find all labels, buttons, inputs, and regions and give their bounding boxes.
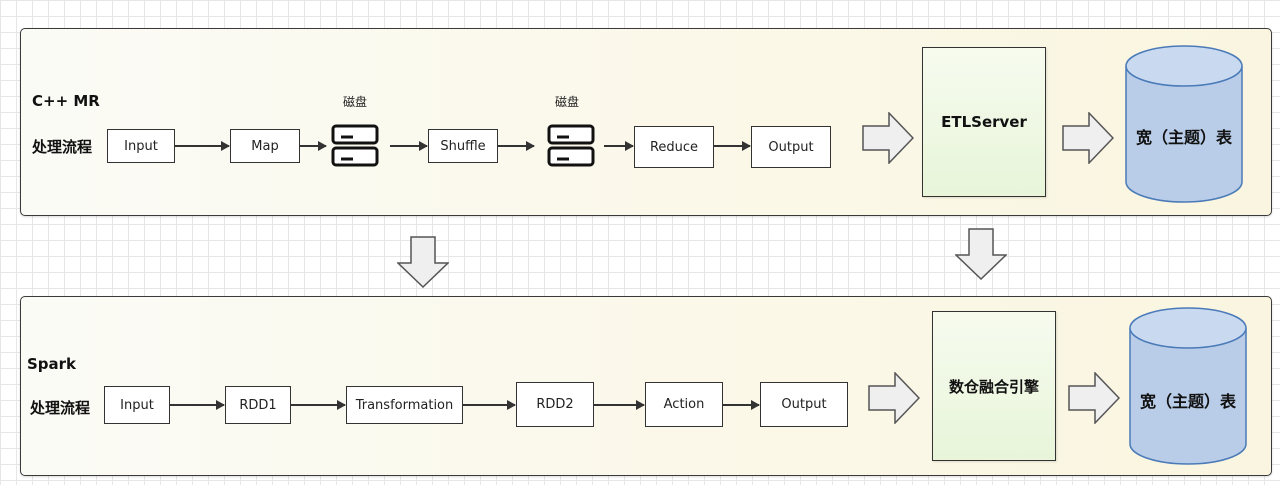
block-arrow-down-icon [955,228,1007,280]
spark-title: Spark [27,355,77,373]
mr-arrow-reduce-output [714,141,751,151]
cpp-mr-subtitle: 处理流程 [32,138,93,156]
block-arrow-right-icon [1062,112,1114,164]
cpp-mr-title: C++ MR [32,92,100,110]
wide-table-label: 宽（主题）表 [1139,392,1236,411]
spark-arrow-input-rdd1 [170,400,225,410]
wide-table-cylinder-bottom: 宽（主题）表 [1128,306,1248,466]
spark-step-input: Input [104,386,170,424]
mr-step-input: Input [107,129,175,163]
cpp-mr-panel [20,28,1272,216]
spark-arrow-transformation-rdd2 [463,400,516,410]
spark-step-transformation: Transformation [346,386,463,424]
spark-step-output: Output [760,382,848,427]
mr-step-reduce: Reduce [634,126,714,168]
dw-fusion-engine-box: 数仓融合引擎 [932,311,1056,461]
mr-arrow-input-map [175,141,230,151]
mr-step-output: Output [751,126,831,168]
disk-icon [331,124,379,167]
database-cylinder-icon [1129,307,1247,465]
mr-step-shuffle: Shuffle [428,129,498,163]
spark-step-rdd2: RDD2 [516,382,594,427]
wide-table-label: 宽（主题）表 [1135,128,1232,147]
block-arrow-right-icon [1068,372,1120,424]
block-arrow-right-icon [862,112,914,164]
block-arrow-right-icon [868,372,920,424]
mr-arrow-disk-shuffle [390,141,428,151]
spark-step-action: Action [645,382,723,427]
block-arrow-down-icon [397,236,449,288]
spark-subtitle: 处理流程 [30,399,91,417]
disk-icon [547,124,595,167]
disk-caption-1: 磁盘 [343,95,368,109]
database-cylinder-icon [1125,45,1243,203]
mr-arrow-map-disk [300,141,327,151]
disk-caption-2: 磁盘 [555,95,580,109]
etl-server-box: ETLServer [922,47,1046,197]
mr-arrow-shuffle-disk [498,141,535,151]
spark-arrow-rdd1-transformation [291,400,346,410]
wide-table-cylinder-top: 宽（主题）表 [1124,44,1244,204]
spark-arrow-rdd2-action [594,400,645,410]
spark-step-rdd1: RDD1 [225,386,291,424]
mr-arrow-disk-reduce [604,141,634,151]
mr-step-map: Map [230,129,300,163]
spark-arrow-action-output [723,400,760,410]
